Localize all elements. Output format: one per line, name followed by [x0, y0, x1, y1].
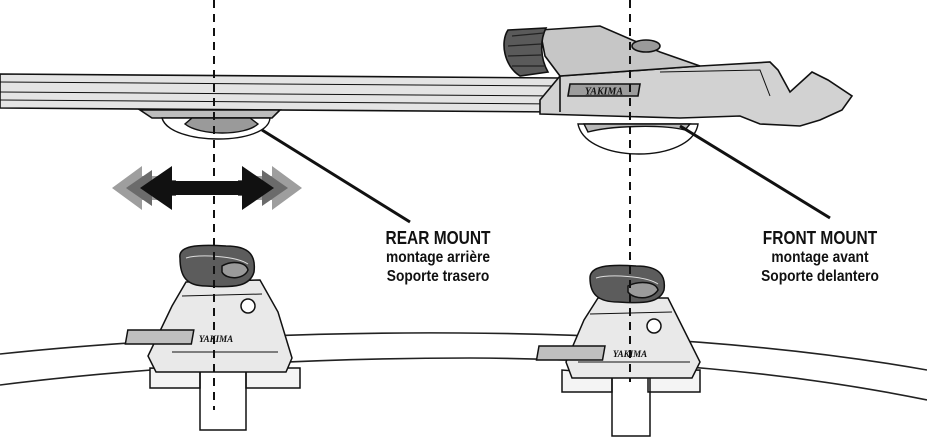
front-mount-label-en: FRONT MOUNT: [762, 228, 878, 248]
rear-tower-logo: YAKIMA: [199, 334, 233, 344]
rear-mount-label-es: Soporte trasero: [386, 268, 490, 285]
rear-mount-leader: [261, 128, 411, 224]
adjustment-knob: [503, 27, 661, 77]
rear-tower: [124, 244, 301, 431]
rear-mount-label-fr: montage arrière: [385, 249, 491, 266]
front-tower: [535, 264, 701, 437]
front-mount-label: FRONT MOUNT montage avant Soporte delant…: [720, 229, 920, 286]
alignment-guides: [213, 0, 631, 410]
rear-mount-label-en: REAR MOUNT: [385, 228, 491, 248]
front-mount-head: [503, 25, 854, 127]
leader-lines: [261, 124, 831, 224]
front-mount-label-es: Soporte delantero: [761, 268, 879, 285]
front-mount-label-fr: montage avant: [771, 249, 869, 266]
double-headed-arrow-icon: [112, 166, 302, 210]
rear-mount-label: REAR MOUNT montage arrière Soporte trase…: [348, 229, 528, 286]
bar-logo: YAKIMA: [585, 87, 623, 98]
rear-suction-cup: [161, 117, 271, 140]
front-mount-leader: [679, 124, 831, 220]
front-suction-cup: [577, 123, 699, 155]
crossbar: [0, 73, 561, 119]
